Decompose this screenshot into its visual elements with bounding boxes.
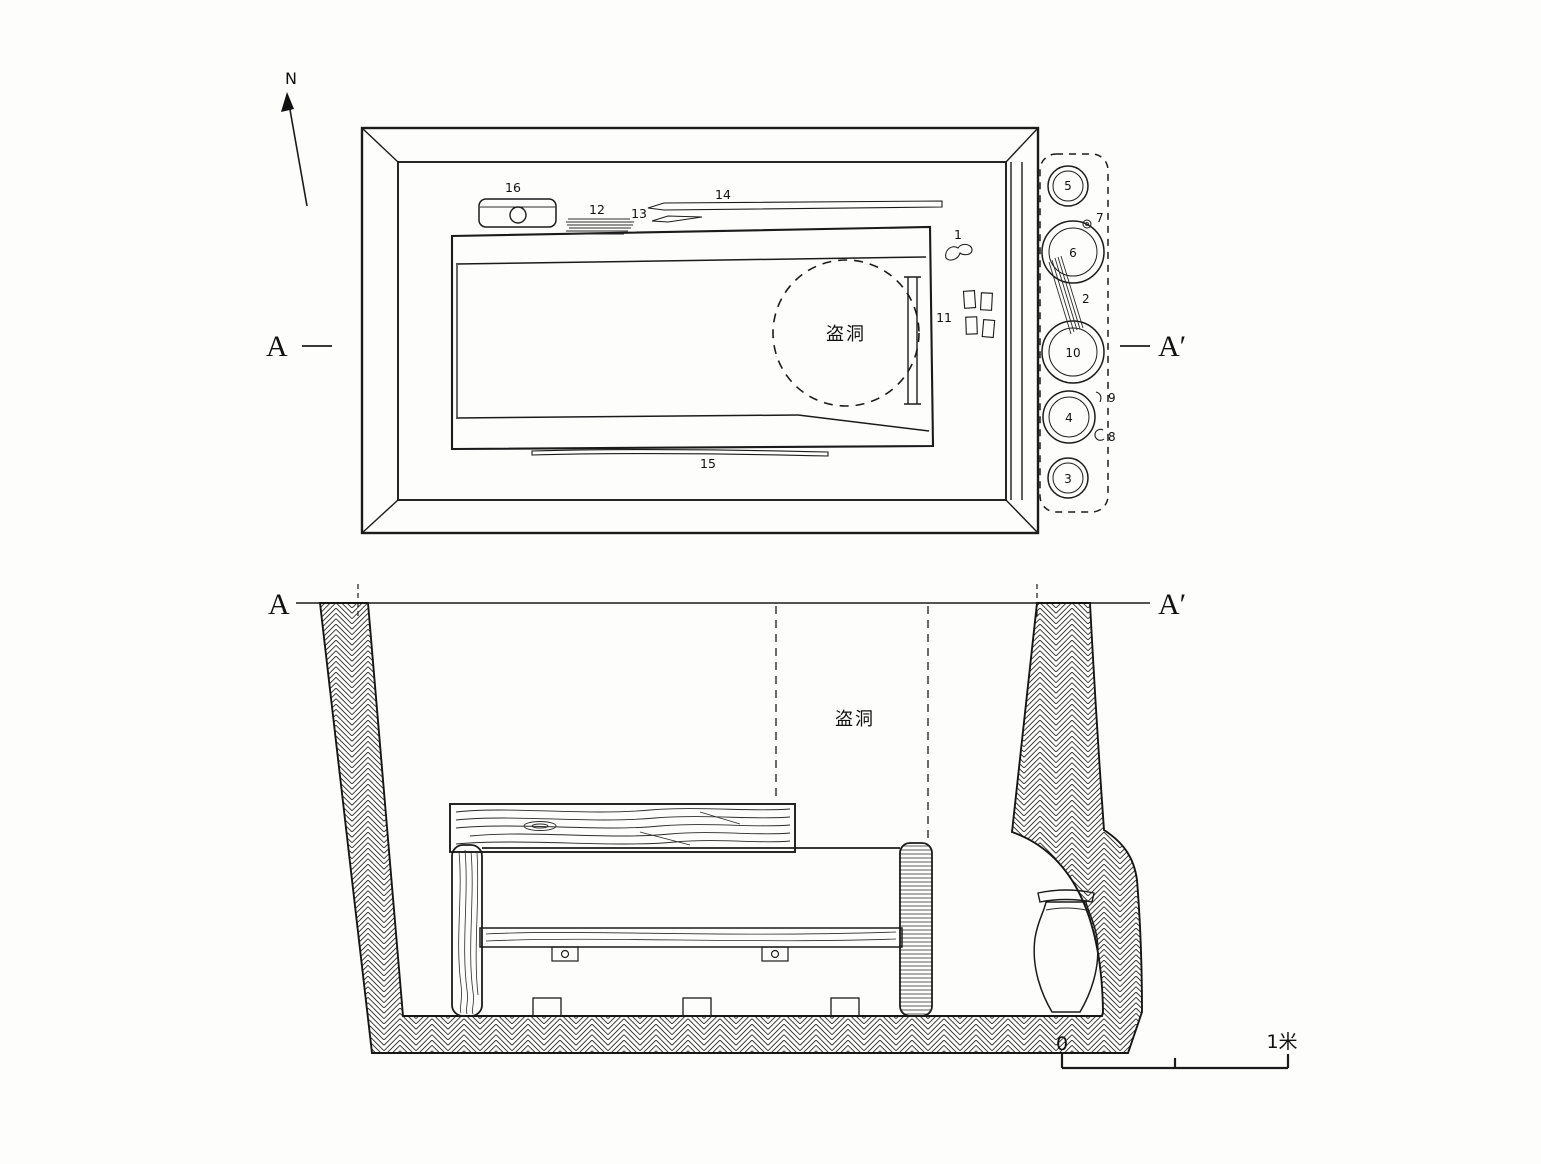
label-14: 14 <box>715 187 731 202</box>
coffin-floor-plank <box>479 927 903 948</box>
artifact-12-slips <box>566 218 634 235</box>
section-marker-a-prime: A′ <box>1158 588 1186 621</box>
scale-unit-label: 1米 <box>1266 1031 1297 1053</box>
coffin-sleepers <box>532 997 860 1017</box>
coffin-floor-battens <box>551 946 789 962</box>
pit-edge-ticks <box>357 584 1038 620</box>
label-8: 8 <box>1108 430 1116 444</box>
section-marker-a: A <box>268 588 290 621</box>
plan-marker-a: A <box>266 330 288 363</box>
section-robber-hole-label: 盗洞 <box>835 709 875 730</box>
compass-label: N <box>285 69 297 88</box>
compass: N <box>281 69 308 207</box>
label-7: 7 <box>1096 211 1104 225</box>
artifact-1-fitting <box>945 243 973 261</box>
plan-niche-outline <box>1039 153 1109 513</box>
label-3: 3 <box>1064 472 1072 486</box>
label-11: 11 <box>936 310 952 325</box>
label-1: 1 <box>954 227 962 242</box>
scale-bar-line <box>1060 1054 1290 1070</box>
plan-marker-a-prime: A′ <box>1158 330 1186 363</box>
label-12: 12 <box>589 202 605 217</box>
label-6: 6 <box>1069 246 1077 260</box>
artifact-8-curl <box>1094 428 1105 441</box>
plan-robber-hole-outline <box>772 259 920 407</box>
label-5: 5 <box>1064 179 1072 193</box>
plan-coffin: 盗洞 <box>450 225 935 451</box>
compass-needle <box>288 103 308 207</box>
artifact-14-rod <box>647 200 943 211</box>
scale-zero-label: 0 <box>1056 1033 1068 1055</box>
plan-displaced-plank <box>904 276 921 405</box>
artifact-7-coin <box>1082 219 1092 229</box>
label-15: 15 <box>700 456 716 471</box>
plan-east-ledge <box>1010 162 1023 500</box>
artifact-9-hook <box>1095 391 1102 403</box>
niche-pot <box>1033 889 1099 1013</box>
plan-labels: 16 12 13 14 1 11 15 5 6 10 4 3 7 2 9 8 <box>505 179 1116 486</box>
artifact-2-bundle <box>1048 255 1084 335</box>
plan-niche <box>1039 153 1109 513</box>
section-robber-hole-outline <box>775 606 929 842</box>
label-4: 4 <box>1065 411 1073 425</box>
artifact-11-tiles <box>962 290 996 339</box>
earth-cross-section <box>318 602 1143 1054</box>
plan-artifacts <box>478 198 996 457</box>
plan-robber-hole-label: 盗洞 <box>826 324 866 345</box>
section-view: A A′ 盗洞 <box>268 584 1186 1054</box>
coffin-lid <box>449 803 796 853</box>
coffin-end-board-right <box>899 842 933 1017</box>
label-13: 13 <box>631 206 647 221</box>
label-2: 2 <box>1082 292 1090 306</box>
vessel-circles <box>1041 165 1105 499</box>
artifact-13-blade <box>651 215 703 223</box>
plan-pit-corner-bevels <box>361 127 1039 534</box>
coffin-end-board-left <box>451 844 483 1017</box>
section-coffin <box>449 803 933 1017</box>
plan-pit-inner <box>397 161 1007 501</box>
compass-arrow-icon <box>281 92 294 112</box>
plan-pit-outer <box>360 126 1040 535</box>
label-9: 9 <box>1108 391 1116 405</box>
plan-view: 盗洞 <box>266 126 1186 535</box>
plan-section-markers: A A′ <box>266 330 1186 363</box>
scale-bar: 0 1米 <box>1056 1031 1298 1070</box>
label-10: 10 <box>1065 346 1080 360</box>
artifact-15-staff <box>531 449 829 457</box>
artifact-16-box <box>478 198 557 228</box>
label-16: 16 <box>505 180 521 195</box>
